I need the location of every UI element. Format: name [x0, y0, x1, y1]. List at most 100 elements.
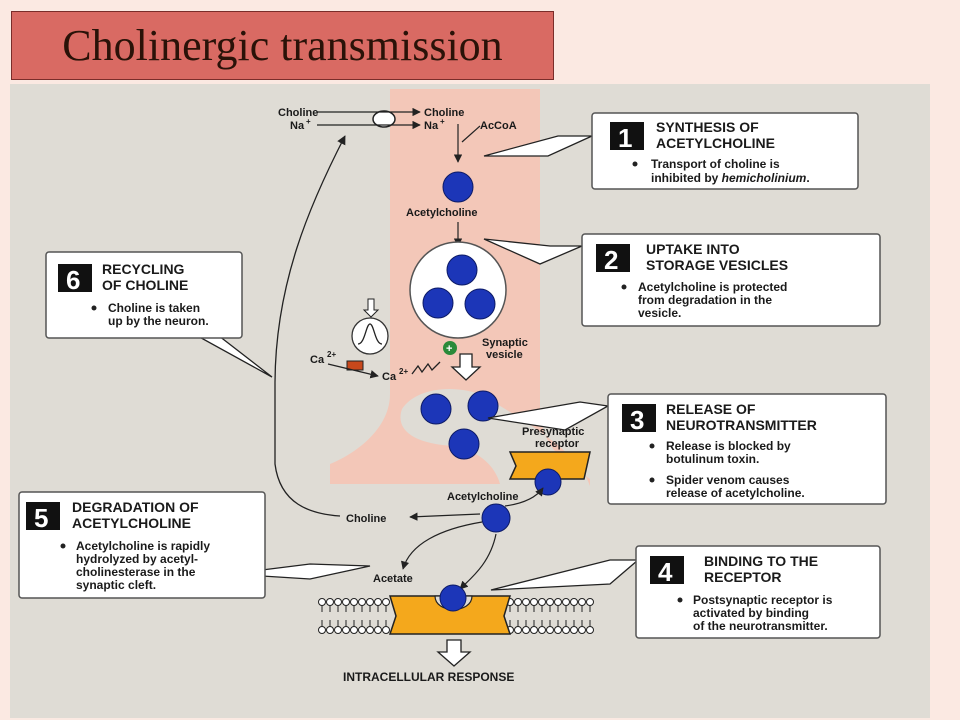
callout-number: 4	[658, 557, 673, 587]
callout-body: of the neurotransmitter.	[693, 619, 828, 633]
callout-title: DEGRADATION OF	[72, 499, 199, 515]
label-choline-out: Choline	[278, 107, 318, 119]
lipid-head	[318, 626, 326, 634]
diagram-figure: Choline Na + Choline Na + AcCoA Acetylch…	[10, 84, 930, 718]
lipid-head	[326, 598, 334, 606]
callout-title: ACETYLCHOLINE	[72, 515, 191, 531]
choline-transporter	[372, 110, 396, 128]
label-na-out: Na	[290, 120, 305, 132]
lipid-head	[546, 598, 554, 606]
callout-synthesis: 1 SYNTHESIS OF ACETYLCHOLINE Transport o…	[591, 112, 859, 190]
callout-number: 3	[630, 405, 644, 435]
stimulus-arrow-icon	[362, 298, 380, 318]
callout-degradation: 5 DEGRADATION OF ACETYLCHOLINE Acetylcho…	[18, 491, 266, 599]
lipid-head	[374, 598, 382, 606]
cholinergic-diagram: Choline Na + Choline Na + AcCoA Acetylch…	[18, 89, 887, 684]
callout-body: from degradation in the	[638, 293, 772, 307]
label-choline-cleft: Choline	[346, 513, 386, 525]
lipid-head	[562, 626, 570, 634]
callout-number: 5	[34, 503, 48, 533]
label-acetyl-coa: AcCoA	[480, 120, 517, 132]
label-acetylcholine-top: Acetylcholine	[406, 207, 478, 219]
lipid-head	[350, 626, 358, 634]
action-potential	[351, 317, 389, 355]
lipid-head	[538, 626, 546, 634]
label-na-in-sup: +	[440, 117, 445, 126]
callout-title: UPTAKE INTO	[646, 241, 740, 257]
lipid-head	[570, 626, 578, 634]
lipid-head	[366, 598, 374, 606]
lipid-head	[586, 598, 594, 606]
label-ca-in-sup: 2+	[399, 367, 408, 376]
label-acetate: Acetate	[373, 573, 413, 585]
callout-title: SYNTHESIS OF	[656, 119, 759, 135]
callout-title: BINDING TO THE	[704, 553, 818, 569]
callout-body: Acetylcholine is protected	[638, 280, 787, 294]
docked-molecule	[467, 390, 499, 422]
callout-release: 3 RELEASE OF NEUROTRANSMITTER Release is…	[607, 393, 887, 505]
lipid-head	[578, 598, 586, 606]
callout-body: Acetylcholine is rapidly	[76, 539, 210, 553]
lipid-head	[522, 626, 530, 634]
recycling-pathway	[274, 135, 346, 517]
lipid-head	[318, 598, 326, 606]
lipid-head	[538, 598, 546, 606]
vesicle-molecule	[422, 287, 454, 319]
callout-body: vesicle.	[638, 306, 681, 320]
receptor-bound-molecule	[534, 468, 562, 496]
callout-title: ACETYLCHOLINE	[656, 135, 775, 151]
callout-title: NEUROTRANSMITTER	[666, 417, 817, 433]
postsynaptic-receptor	[388, 595, 512, 635]
callout-body: Spider venom causes	[666, 473, 790, 487]
lipid-head	[342, 598, 350, 606]
callout-body: botulinum toxin.	[666, 452, 759, 466]
lipid-head	[570, 598, 578, 606]
label-ca-in: Ca	[382, 371, 397, 383]
lipid-head	[350, 598, 358, 606]
response-arrow-icon	[436, 639, 472, 667]
label-choline-in: Choline	[424, 107, 464, 119]
label-plus: +	[446, 343, 452, 355]
postsynaptic-bound-molecule	[439, 584, 467, 612]
callout-body: Transport of choline is	[651, 157, 780, 171]
callout-recycling: 6 RECYCLING OF CHOLINE Choline is taken …	[45, 251, 243, 339]
label-na-in: Na	[424, 120, 439, 132]
docked-molecule	[420, 393, 452, 425]
lipid-head	[514, 598, 522, 606]
callout-body: Postsynaptic receptor is	[693, 593, 833, 607]
callout-title: RECYCLING	[102, 261, 185, 277]
callout-number: 6	[66, 265, 80, 295]
label-ca-out-sup: 2+	[327, 350, 336, 359]
callout-uptake: 2 UPTAKE INTO STORAGE VESICLES Acetylcho…	[581, 233, 881, 327]
callout-body: inhibited by hemicholinium.	[651, 171, 810, 185]
lipid-head	[358, 626, 366, 634]
page-title: Cholinergic transmission	[62, 21, 503, 70]
lipid-head	[554, 598, 562, 606]
label-synaptic-vesicle-1: Synaptic	[482, 337, 528, 349]
label-na-out-sup: +	[306, 117, 311, 126]
lipid-head	[334, 598, 342, 606]
docked-molecule	[448, 428, 480, 460]
callout-body: activated by binding	[693, 606, 809, 620]
lipid-head	[586, 626, 594, 634]
callout-body: hydrolyzed by acetyl-	[76, 552, 198, 566]
lipid-head	[374, 626, 382, 634]
release-arrow-icon	[450, 353, 482, 381]
cleft-acetylcholine	[481, 503, 511, 533]
label-ca-out: Ca	[310, 354, 325, 366]
vesicle-molecule	[446, 254, 478, 286]
callout-body: release of acetylcholine.	[666, 486, 805, 500]
callout-binding: 4 BINDING TO THE RECEPTOR Postsynaptic r…	[635, 545, 881, 639]
plus-icon	[443, 341, 457, 355]
acetylcholine-molecule	[442, 171, 474, 203]
callout-title: RECEPTOR	[704, 569, 782, 585]
label-acetylcholine-cleft: Acetylcholine	[447, 491, 519, 503]
vesicle-molecule	[464, 288, 496, 320]
lipid-head	[530, 598, 538, 606]
lipid-head	[366, 626, 374, 634]
callout-body: Choline is taken	[108, 301, 200, 315]
lipid-head	[382, 598, 390, 606]
lipid-head	[546, 626, 554, 634]
lipid-head	[342, 626, 350, 634]
label-synaptic-vesicle-2: vesicle	[486, 349, 523, 361]
